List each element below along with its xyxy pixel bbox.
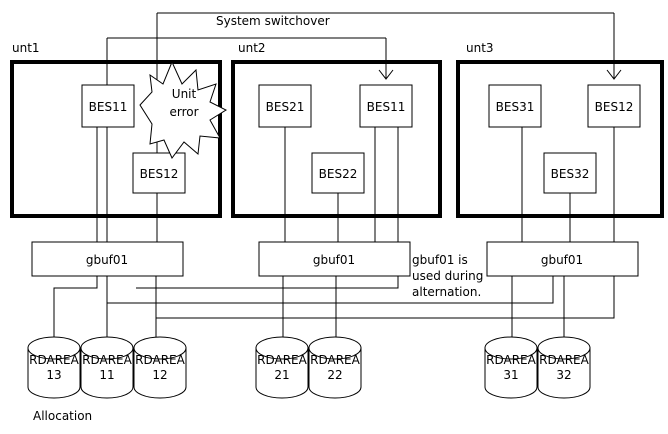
unit-error-burst (139, 60, 228, 159)
gbuf-label-unt2: gbuf01 (313, 253, 355, 267)
rdarea-cylinder-32[interactable]: RDAREA 32 (537, 336, 591, 399)
bes-box-unt2-bes22[interactable] (311, 152, 365, 194)
gbuf-note-line-2: used during (412, 269, 483, 283)
unit-label-unt3: unt3 (466, 41, 494, 55)
unit-error-label-line2: error (169, 105, 198, 119)
route-gbuf1-to-rdarea13 (53, 276, 98, 337)
bes-box-unt3-bes31[interactable] (488, 84, 542, 128)
bes-label-unt1-bes11: BES11 (89, 100, 128, 114)
bes-label-unt2-bes22: BES22 (319, 167, 358, 181)
rdarea-label-12-line2: 12 (152, 368, 167, 382)
bes-label-unt2-bes11: BES11 (367, 100, 406, 114)
rdarea-label-32-line2: 32 (556, 368, 571, 382)
unit-label-unt2: unt2 (238, 41, 266, 55)
bes-box-unt3-bes12[interactable] (587, 84, 641, 128)
rail-gbuf2-to-unt1 (136, 276, 399, 289)
unt2-internal-buses (284, 127, 399, 242)
gbuf-rdarea-routing (53, 276, 615, 337)
gbuf-note-line-1: gbuf01 is (412, 253, 468, 267)
rdarea-label-22-line1: RDAREA (310, 353, 360, 367)
rdarea-label-13-line2: 13 (46, 368, 61, 382)
unit-box-unt3 (456, 60, 664, 218)
rdarea-cylinder-11[interactable]: RDAREA 11 (80, 336, 134, 399)
gbuf-box-unt3[interactable] (486, 241, 639, 277)
rail-gbuf3b-to-unt1 (156, 276, 615, 319)
gbuf-box-unt1[interactable] (31, 241, 184, 277)
rail-gbuf3-to-unt1 (107, 276, 554, 304)
rdarea-cylinder-13[interactable]: RDAREA 13 (27, 336, 81, 399)
rdarea-cylinder-21[interactable]: RDAREA 21 (255, 336, 309, 399)
bes-label-unt2-bes21: BES21 (266, 100, 305, 114)
rdarea-label-13-line1: RDAREA (29, 353, 79, 367)
rdarea-label-21-line2: 21 (274, 368, 289, 382)
unt3-internal-buses (521, 127, 615, 242)
gbuf-label-unt1: gbuf01 (86, 253, 128, 267)
bes-label-unt3-bes12: BES12 (595, 100, 634, 114)
allocation-label: Allocation (33, 409, 92, 423)
switchover-routing-lines (106, 12, 622, 85)
rdarea-label-32-line1: RDAREA (539, 353, 589, 367)
rdarea-cylinder-12[interactable]: RDAREA 12 (133, 336, 187, 399)
bes-box-unt1-bes11[interactable] (81, 84, 135, 128)
unit-error-label-line1: Unit (172, 87, 197, 101)
system-switchover-label: System switchover (216, 14, 330, 28)
rdarea-cylinder-22[interactable]: RDAREA 22 (308, 336, 362, 399)
bes-box-unt3-bes32[interactable] (543, 152, 597, 194)
bes-box-unt1-bes12[interactable] (132, 152, 186, 194)
unit-box-unt2 (231, 60, 442, 218)
bes-label-unt3-bes31: BES31 (496, 100, 535, 114)
gbuf-box-unt2[interactable] (258, 241, 411, 277)
rdarea-label-11-line1: RDAREA (82, 353, 132, 367)
bes-label-unt3-bes32: BES32 (551, 167, 590, 181)
gbuf-label-unt3: gbuf01 (541, 253, 583, 267)
rdarea-label-22-line2: 22 (327, 368, 342, 382)
bes-box-unt2-bes11[interactable] (359, 84, 413, 128)
gbuf-note-line-3: alternation. (412, 285, 481, 299)
rdarea-label-21-line1: RDAREA (257, 353, 307, 367)
bes-label-unt1-bes12: BES12 (140, 167, 179, 181)
bes-box-unt2-bes21[interactable] (258, 84, 312, 128)
switchover-arrow-unt2 (378, 69, 394, 80)
switchover-arrow-unt3 (606, 69, 622, 80)
unit-label-unt1: unt1 (12, 41, 40, 55)
rdarea-label-31-line2: 31 (503, 368, 518, 382)
rdarea-label-31-line1: RDAREA (486, 353, 536, 367)
rdarea-label-12-line1: RDAREA (135, 353, 185, 367)
unit-box-unt1 (10, 60, 222, 218)
rdarea-cylinder-31[interactable]: RDAREA 31 (484, 336, 538, 399)
rdarea-label-11-line2: 11 (99, 368, 114, 382)
